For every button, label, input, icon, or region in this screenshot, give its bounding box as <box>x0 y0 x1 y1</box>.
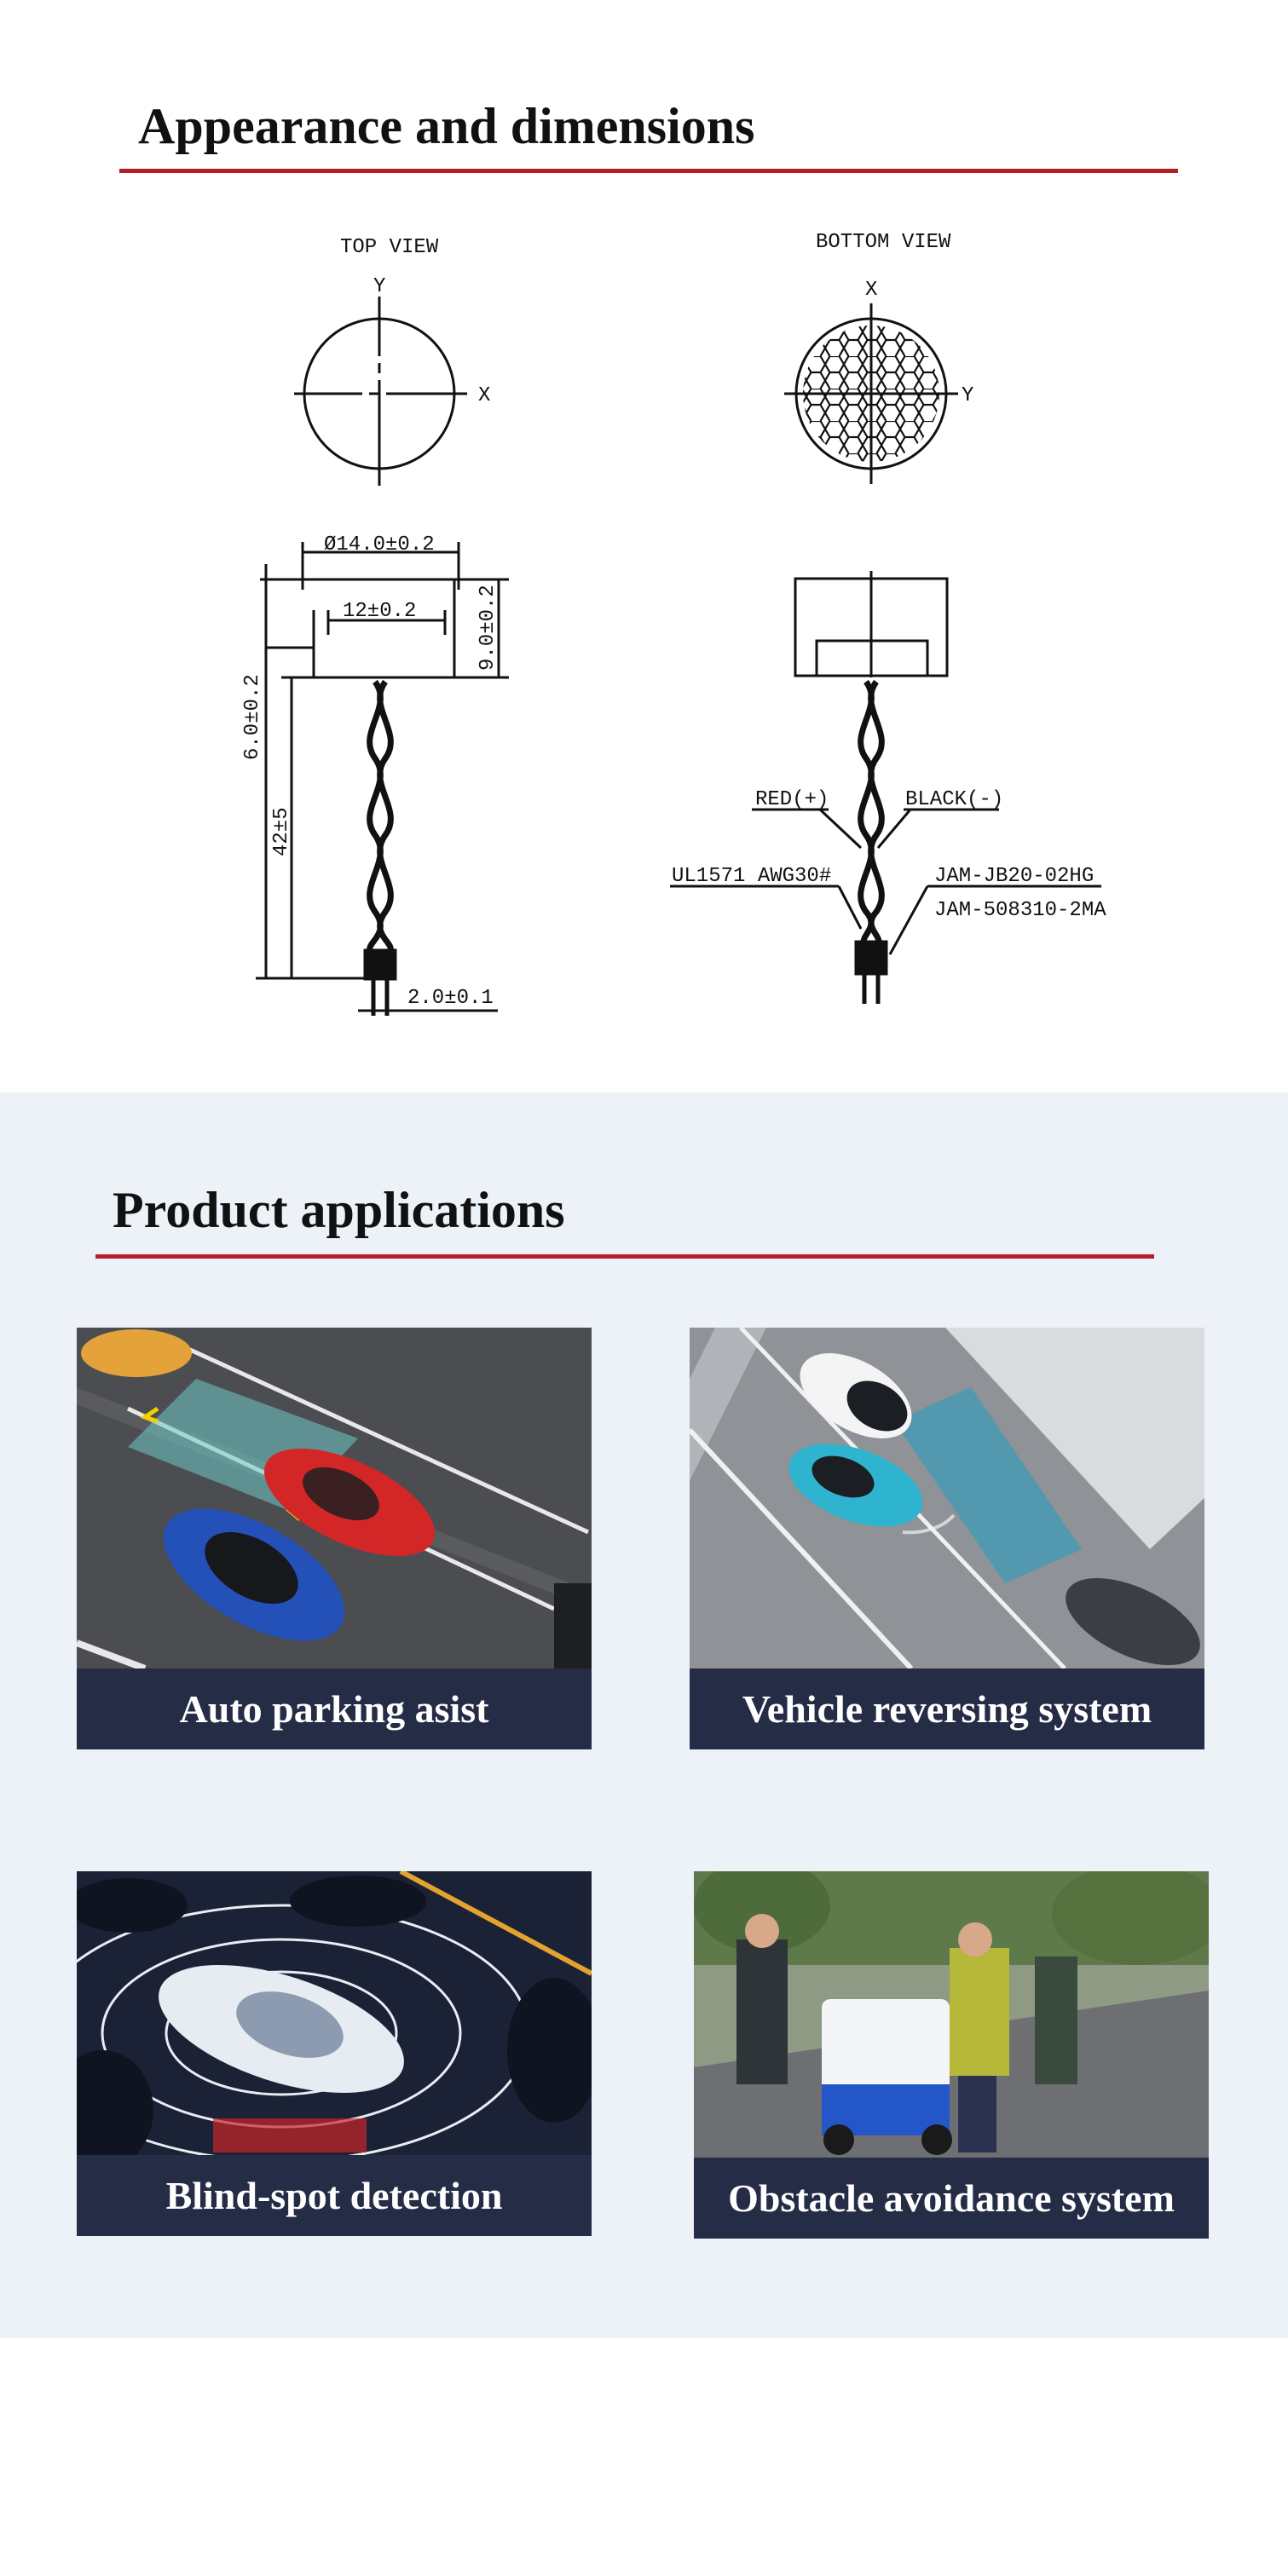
top-view-axis-x: X <box>478 384 490 407</box>
top-view-label: TOP VIEW <box>340 236 439 259</box>
bottom-view-axis-y: Y <box>962 384 973 407</box>
dim-pin-pitch: 2.0±0.1 <box>407 987 494 1010</box>
dim-body-height: 9.0±0.2 <box>477 585 500 671</box>
dimensions-title-rule <box>119 169 1178 173</box>
app-caption: Obstacle avoidance system <box>694 2158 1209 2239</box>
vehicle-reversing-image <box>690 1328 1204 1749</box>
dim-lead-length: 42±5 <box>270 807 293 856</box>
dim-outer-diameter: Ø14.0±0.2 <box>324 533 435 556</box>
connector-2-label: JAM-508310-2MA <box>934 899 1106 922</box>
dim-step-height: 6.0±0.2 <box>241 674 264 760</box>
applications-title: Product applications <box>113 1182 565 1238</box>
bottom-view-label: BOTTOM VIEW <box>816 231 951 254</box>
applications-title-rule <box>95 1254 1154 1259</box>
wire-black-label: BLACK(-) <box>905 788 1003 811</box>
obstacle-avoidance-image <box>694 1871 1209 2239</box>
app-card-blind-spot: Blind-spot detection <box>77 1871 592 2236</box>
dimensions-section: Appearance and dimensions TOP VIEW Y X B… <box>0 0 1288 1092</box>
app-card-vehicle-reversing: Vehicle reversing system <box>690 1328 1204 1749</box>
top-view-diagram <box>294 297 467 486</box>
app-card-obstacle-avoidance: Obstacle avoidance system <box>694 1871 1209 2239</box>
bottom-view-diagram <box>784 303 958 484</box>
app-card-auto-parking: Auto parking asist <box>77 1328 592 1749</box>
dim-inner-diameter: 12±0.2 <box>343 600 416 623</box>
side-view-wiring <box>670 571 1101 1004</box>
page-footer-space <box>0 2338 1288 2576</box>
bottom-view-axis-x: X <box>865 279 877 302</box>
wire-spec-label: UL1571 AWG30# <box>672 865 831 888</box>
app-caption: Vehicle reversing system <box>690 1668 1204 1749</box>
app-caption: Blind-spot detection <box>77 2155 592 2236</box>
dimension-drawing: TOP VIEW Y X BOTTOM VIEW X Y <box>241 231 1106 1016</box>
side-view-dimensioned <box>256 542 509 1016</box>
top-view-axis-y: Y <box>373 275 385 298</box>
dimensions-title: Appearance and dimensions <box>138 98 755 154</box>
app-caption: Auto parking asist <box>77 1668 592 1749</box>
wire-red-label: RED(+) <box>755 788 829 811</box>
applications-section: Product applications Auto parking asist <box>0 1092 1288 2338</box>
connector-1-label: JAM-JB20-02HG <box>934 865 1094 888</box>
